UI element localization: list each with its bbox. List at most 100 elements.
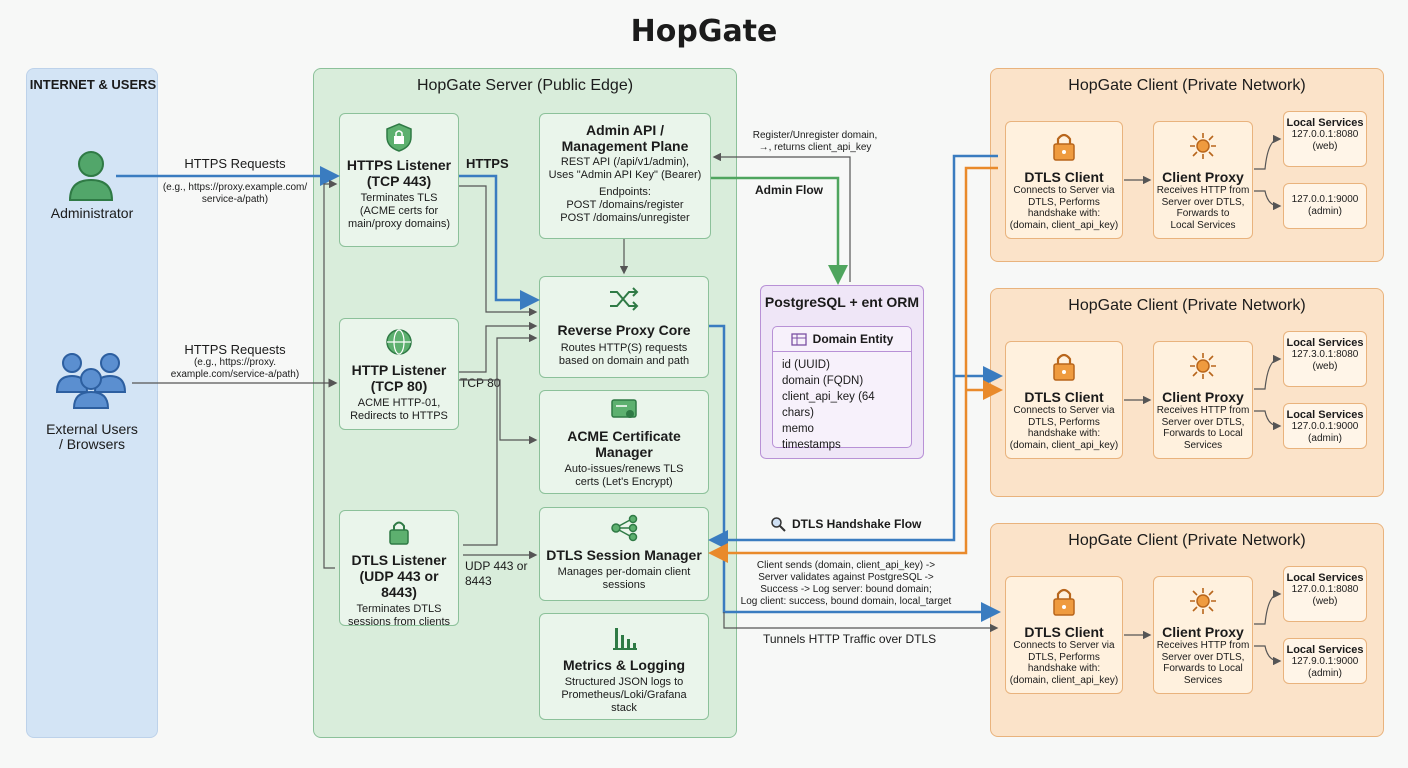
dtls-session-desc-1: Manages per-domain client xyxy=(557,566,691,578)
dtls-client-title: DTLS Client xyxy=(1024,624,1104,640)
client-proxy-desc: Services xyxy=(1183,439,1223,451)
reverse-proxy-desc-1: Routes HTTP(S) requests xyxy=(560,342,688,354)
client-proxy-desc: Services xyxy=(1183,674,1223,686)
reverse-proxy-title: Reverse Proxy Core xyxy=(557,322,691,338)
certificate-icon xyxy=(611,399,637,418)
dtls-handshake-flow-label: DTLS Handshake Flow xyxy=(770,516,921,532)
http-listener-title-2: (TCP 80) xyxy=(370,378,428,394)
admin-api-desc-5: POST /domains/unregister xyxy=(560,212,690,224)
req1-example-line-2: service-a/path) xyxy=(201,194,269,205)
https-listener-box: HTTPS Listener (TCP 443) Terminates TLS … xyxy=(339,113,459,247)
admin-api-title-1: Admin API / xyxy=(585,122,665,138)
globe-icon xyxy=(386,329,412,355)
local-service-title: Local Services xyxy=(1286,409,1364,421)
admin-api-box: Admin API / Management Plane REST API (/… xyxy=(539,113,711,239)
dtls-session-manager-box: DTLS Session Manager Manages per-domain … xyxy=(539,507,709,601)
client-proxy-desc: Server over DTLS, xyxy=(1161,651,1245,663)
local-service-title: Local Services xyxy=(1286,337,1364,349)
local-service-detail: (web) xyxy=(1312,141,1338,152)
dtls-listener-title-1: DTLS Listener xyxy=(351,552,447,568)
administrator-label: Administrator xyxy=(50,205,134,221)
local-service-detail: (admin) xyxy=(1308,206,1342,217)
postgresql-title: PostgreSQL + ent ORM xyxy=(764,294,920,310)
external-users-line-1: External Users xyxy=(46,421,138,437)
client-proxy-desc: Forwards to Local xyxy=(1163,663,1243,674)
dtls-listener-box: DTLS Listener (UDP 443 or 8443) Terminat… xyxy=(339,510,459,628)
reverse-proxy-box: Reverse Proxy Core Routes HTTP(S) reques… xyxy=(539,276,709,378)
shield-lock-icon xyxy=(386,123,412,152)
dtls-listener-desc-1: Terminates DTLS xyxy=(356,603,442,615)
domain-entity-title: Domain Entity xyxy=(812,332,894,346)
client-proxy-desc: Forwards to Local xyxy=(1163,428,1243,439)
local-service-box: Local Services 127.0.0.1:8080(web) xyxy=(1283,111,1367,167)
client-proxy-desc: Server over DTLS, xyxy=(1161,196,1245,208)
dtls-handshake-flow-text: DTLS Handshake Flow xyxy=(792,517,922,531)
dtls-client-desc: Connects to Server via xyxy=(1013,640,1115,651)
dtls-client-desc: Connects to Server via xyxy=(1013,185,1115,196)
local-service-box: Local Services 127.9.0.1:9000(admin) xyxy=(1283,638,1367,684)
network-hub-icon xyxy=(1190,133,1216,159)
network-hub-icon xyxy=(1190,588,1216,614)
dtls-client-desc: DTLS, Performs xyxy=(1028,651,1100,663)
dtls-session-desc-2: sessions xyxy=(602,579,646,591)
entity-field-list: id (UUID)domain (FQDN)client_api_key (64… xyxy=(773,352,911,458)
hopgate-client-panel: HopGate Client (Private Network) DTLS Cl… xyxy=(990,523,1384,737)
local-service-detail: 127.0.0.1:8080 xyxy=(1291,129,1359,140)
dtls-client-desc: (domain, client_api_key) xyxy=(1009,439,1119,451)
dtls-listener-title-2: (UDP 443 or 8443) xyxy=(359,568,439,600)
handshake-line-2: Server validates against PostgreSQL -> xyxy=(758,572,934,583)
acme-title-1: ACME Certificate xyxy=(567,428,681,444)
dtls-session-title: DTLS Session Manager xyxy=(546,547,702,563)
padlock-icon xyxy=(389,521,409,545)
local-service-detail: (admin) xyxy=(1308,433,1342,444)
local-service-detail: 127.0.0.1:9000 xyxy=(1291,421,1359,432)
local-service-detail: (web) xyxy=(1312,596,1338,607)
client-proxy-title: Client Proxy xyxy=(1162,169,1244,185)
local-service-detail: (web) xyxy=(1312,361,1338,372)
req1-example-line-1: (e.g., https://proxy.example.com/ xyxy=(162,182,308,193)
metrics-desc-1: Structured JSON logs to xyxy=(564,676,684,688)
local-service-box: 127.0.0.1:9000(admin) xyxy=(1283,183,1367,229)
local-service-box: Local Services 127.0.0.1:9000(admin) xyxy=(1283,403,1367,449)
handshake-line-4: Log client: success, bound domain, local… xyxy=(740,596,952,607)
dtls-client-desc: handshake with: xyxy=(1027,663,1101,674)
metrics-title: Metrics & Logging xyxy=(562,657,686,673)
client-proxy-desc: Forwards to xyxy=(1176,208,1230,219)
client-proxy-title: Client Proxy xyxy=(1162,624,1244,640)
domain-entity-header: Domain Entity xyxy=(773,327,911,352)
https-requests-example-1: (e.g., https://proxy.example.com/ servic… xyxy=(150,182,320,206)
http-listener-desc-2: Redirects to HTTPS xyxy=(350,410,448,422)
handshake-line-1: Client sends (domain, client_api_key) -> xyxy=(756,560,936,571)
dtls-client-desc: handshake with: xyxy=(1027,208,1101,219)
handshake-line-3: Success -> Log server: bound domain; xyxy=(760,584,932,595)
local-service-detail: 127.0.0.1:8080 xyxy=(1291,584,1359,595)
local-service-box: Local Services 127.3.0.1:8080(web) xyxy=(1283,331,1367,387)
network-hub-icon xyxy=(1190,353,1216,379)
http-listener-box: HTTP Listener (TCP 80) ACME HTTP-01, Red… xyxy=(339,318,459,430)
reverse-proxy-desc-2: based on domain and path xyxy=(558,355,690,367)
local-service-title: Local Services xyxy=(1286,572,1364,584)
admin-flow-label: Admin Flow xyxy=(755,183,823,197)
entity-field: client_api_key (64 chars) xyxy=(782,391,875,419)
req2-example-line-2: example.com/service-a/path) xyxy=(170,369,300,380)
share-nodes-icon xyxy=(611,514,638,542)
client-panel-title: HopGate Client (Private Network) xyxy=(1068,297,1306,314)
local-service-box: Local Services 127.0.0.1:8080(web) xyxy=(1283,566,1367,622)
register-line-2: →, returns client_api_key xyxy=(758,142,872,153)
client-panel-title: HopGate Client (Private Network) xyxy=(1068,532,1306,549)
hopgate-client-panel: HopGate Client (Private Network) DTLS Cl… xyxy=(990,288,1384,497)
metrics-desc-3: stack xyxy=(611,702,637,714)
acme-desc-1: Auto-issues/renews TLS xyxy=(564,463,684,475)
client-proxy-desc: Receives HTTP from xyxy=(1156,405,1250,416)
dtls-listener-desc-2: sessions from clients xyxy=(347,616,451,628)
tcp80-edge-label: TCP 80 xyxy=(460,376,501,390)
client-panel-title: HopGate Client (Private Network) xyxy=(1068,77,1306,94)
bar-chart-icon xyxy=(613,628,637,650)
domain-entity-box: Domain Entity id (UUID)domain (FQDN)clie… xyxy=(772,326,912,451)
local-service-detail: 127.3.0.1:8080 xyxy=(1291,349,1359,360)
